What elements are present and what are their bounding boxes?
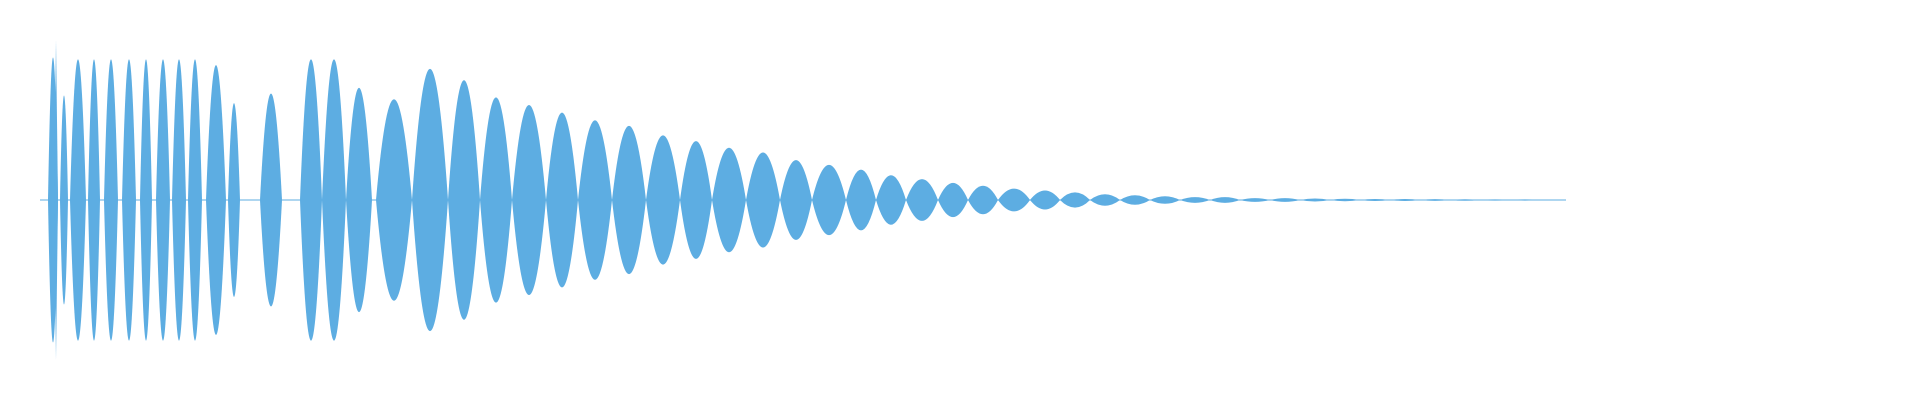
waveform-spike [54,40,58,360]
